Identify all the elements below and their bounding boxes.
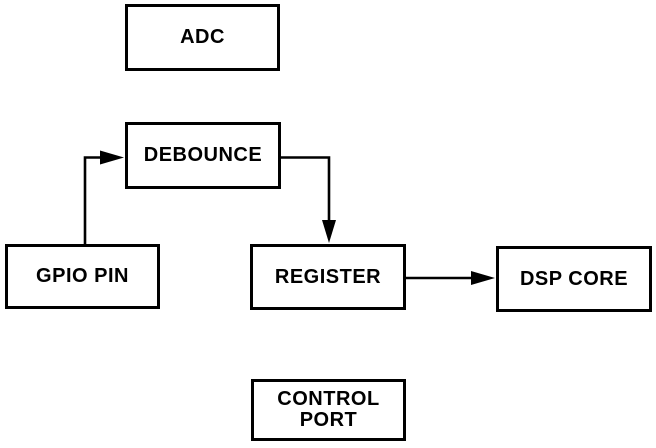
node-gpio-pin-label: GPIO PIN	[36, 265, 129, 287]
node-dsp-core-label: DSP CORE	[519, 267, 629, 290]
node-gpio-pin: GPIO PIN	[5, 244, 160, 309]
node-adc-label: ADC	[180, 26, 225, 48]
node-debounce: DEBOUNCE	[125, 122, 281, 189]
node-control-port: CONTROL PORT	[251, 379, 406, 441]
edge-register-to-dsp-core	[406, 271, 495, 285]
node-control-port-label-line2: PORT	[299, 409, 358, 431]
node-dsp-core: DSP CORE	[496, 246, 652, 312]
node-register-label: REGISTER	[274, 265, 382, 288]
node-adc: ADC	[125, 4, 280, 71]
arrowhead-into-register-icon	[322, 220, 336, 243]
edge-gpio-pin-to-debounce	[83, 150, 124, 245]
node-register: REGISTER	[250, 244, 406, 310]
node-debounce-label: DEBOUNCE	[143, 144, 263, 166]
edge-debounce-to-register	[281, 156, 336, 243]
node-control-port-label-line1: CONTROL	[277, 388, 380, 410]
arrowhead-into-debounce-icon	[100, 150, 124, 165]
arrowhead-into-dsp-core-icon	[471, 271, 495, 285]
